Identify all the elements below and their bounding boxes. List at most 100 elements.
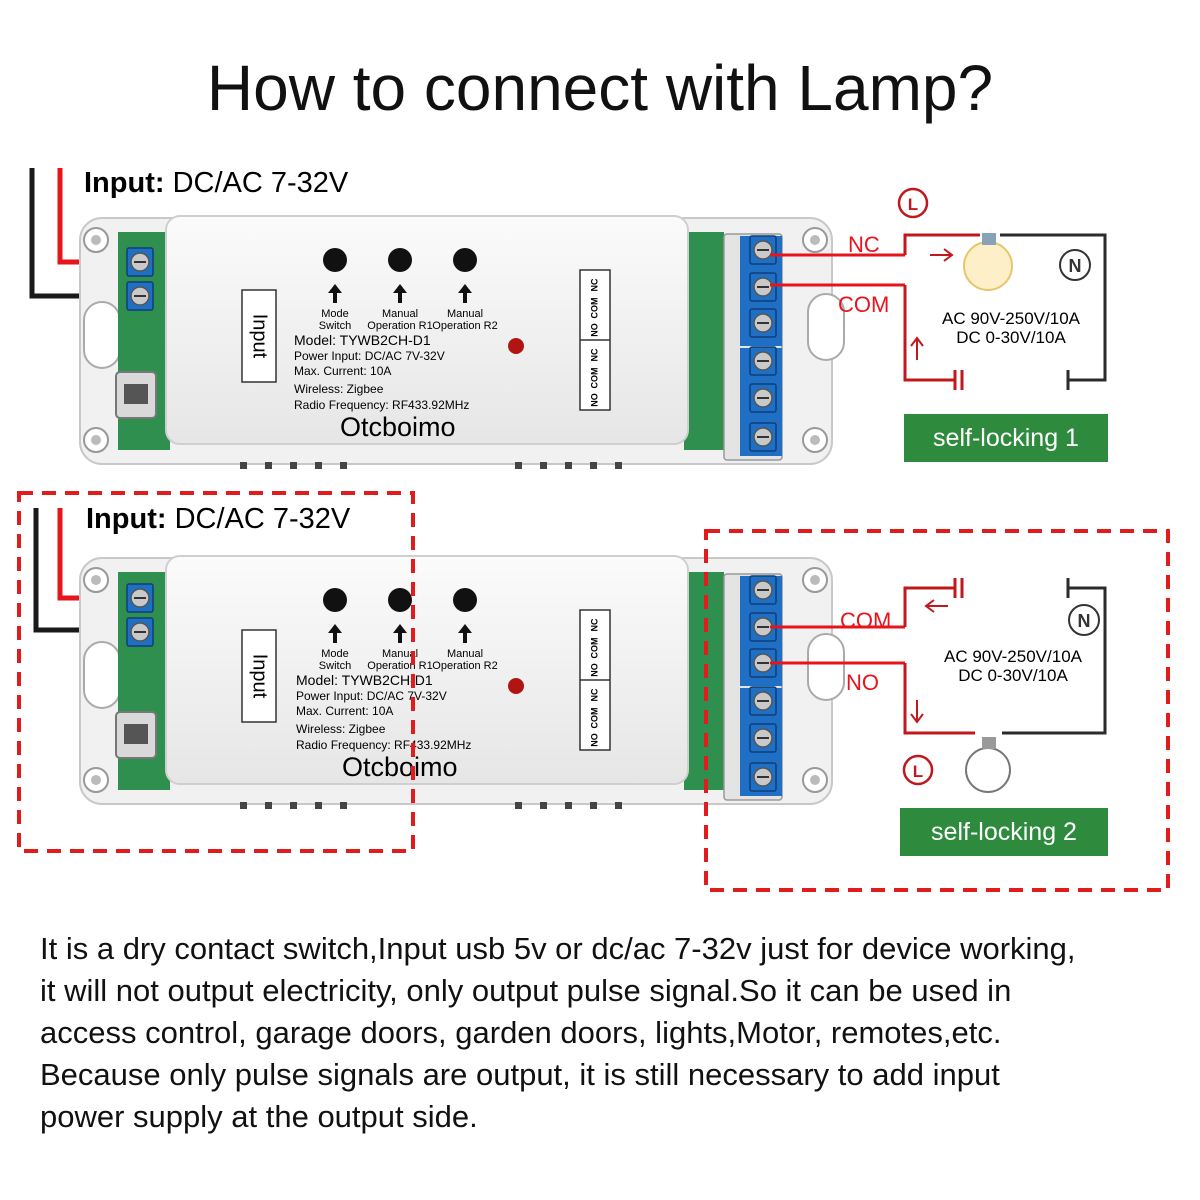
brand-name: Otcboimo [340,412,456,442]
note-line: It is a dry contact switch,Input usb 5v … [40,931,1076,966]
spec-line: Power Input: DC/AC 7V-32V [294,349,445,363]
wire-label: COM [840,608,891,633]
vent-hole [240,802,247,809]
button-label: Switch [319,660,351,672]
up-arrow-icon [458,624,472,643]
vent-hole [315,462,322,469]
input-label-key: Input: [86,503,167,535]
live-symbol-icon [902,754,934,786]
input-label-key: Input: [84,167,165,199]
up-arrow-icon [458,284,472,303]
output-terminal-icon [749,575,777,605]
relay-label: COM [589,708,599,729]
vent-hole [615,802,622,809]
circuit-line [903,586,955,627]
mounting-hole-center [810,235,820,245]
relay-label: COM [589,368,599,389]
highlight-frame-output [704,529,1170,892]
usb-port-slot [124,724,148,744]
pcb-right [684,232,724,450]
button-label: Manual [447,648,483,660]
input-terminal-icon [126,617,154,647]
spec-line: Max. Current: 10A [294,364,391,378]
button-hole-icon [453,248,477,272]
vent-hole [615,462,622,469]
mode-badge [900,808,1108,856]
vent-hole [265,802,272,809]
highlight-frame-input [17,491,415,853]
wire-label: NC [848,232,880,257]
button-label: Operation R2 [432,320,497,332]
relay-label: NC [589,618,599,631]
spec-line: Model: TYWB2CH-D1 [296,672,433,688]
light-bulb-icon [963,241,1013,291]
relay-label: NC [589,688,599,701]
input-tag-box [241,629,277,723]
input-terminal-icon [126,281,154,311]
vent-hole [565,462,572,469]
button-label: Manual [447,308,483,320]
relay-label: COM [589,298,599,319]
vent-hole [540,802,547,809]
up-arrow-icon [328,284,342,303]
input-label-value: DC/AC 7-32V [165,167,349,199]
vent-hole [515,802,522,809]
rating-ac: AC 90V-250V/10A [944,647,1083,666]
relay-label: NO [589,323,599,337]
vent-hole [540,462,547,469]
relay-label: NO [589,393,599,407]
mounting-hole-center [91,235,101,245]
output-terminal-icon [749,383,777,413]
circuit-line [903,663,975,735]
spec-line: Radio Frequency: RF433.92MHz [294,398,469,412]
button-label: Mode [321,308,349,320]
output-terminal-icon [749,686,777,716]
rating-dc: DC 0-30V/10A [956,328,1066,347]
button-hole-icon [388,588,412,612]
note-line: Because only pulse signals are output, i… [40,1057,1000,1092]
circuit-line [903,233,980,255]
spec-line: Wireless: Zigbee [296,722,386,736]
vent-hole [265,462,272,469]
spec-line: Power Input: DC/AC 7V-32V [296,689,447,703]
bulb-base [982,737,996,749]
output-terminal-icon [749,422,777,452]
up-arrow-icon [328,624,342,643]
mounting-hole-center [810,435,820,445]
live-symbol: L [908,195,918,214]
button-label: Mode [321,648,349,660]
live-symbol: L [913,762,923,781]
relay-label: NO [589,733,599,747]
input-tag: Input [249,654,271,699]
input-terminal-icon [126,583,154,613]
light-bulb-icon [965,747,1011,793]
relay-label: NO [589,663,599,677]
status-led-icon [508,338,524,354]
button-label: Switch [319,320,351,332]
enclosure-lid [165,555,689,785]
input-label: Input: DC/AC 7-32V [84,167,349,199]
wire-label: NO [846,670,879,695]
note-line: access control, garage doors, garden doo… [40,1015,1002,1050]
usb-port-slot [124,384,148,404]
status-led-icon [508,678,524,694]
button-label: Operation R2 [432,660,497,672]
description-text: It is a dry contact switch,Input usb 5v … [40,928,1170,1138]
neutral-symbol: N [1069,256,1082,276]
output-terminal-icon [749,272,777,302]
input-tag-box [241,289,277,383]
button-hole-icon [453,588,477,612]
vent-hole [290,462,297,469]
page-title: How to connect with Lamp? [206,52,994,124]
vent-hole [340,802,347,809]
circuit-line [903,285,955,382]
neutral-symbol: N [1078,611,1091,631]
mode-badge [904,414,1108,462]
wire-label: COM [838,292,889,317]
rating-dc: DC 0-30V/10A [958,666,1068,685]
live-symbol-icon [897,187,929,219]
neutral-symbol-icon [1059,249,1091,281]
vent-hole [340,462,347,469]
